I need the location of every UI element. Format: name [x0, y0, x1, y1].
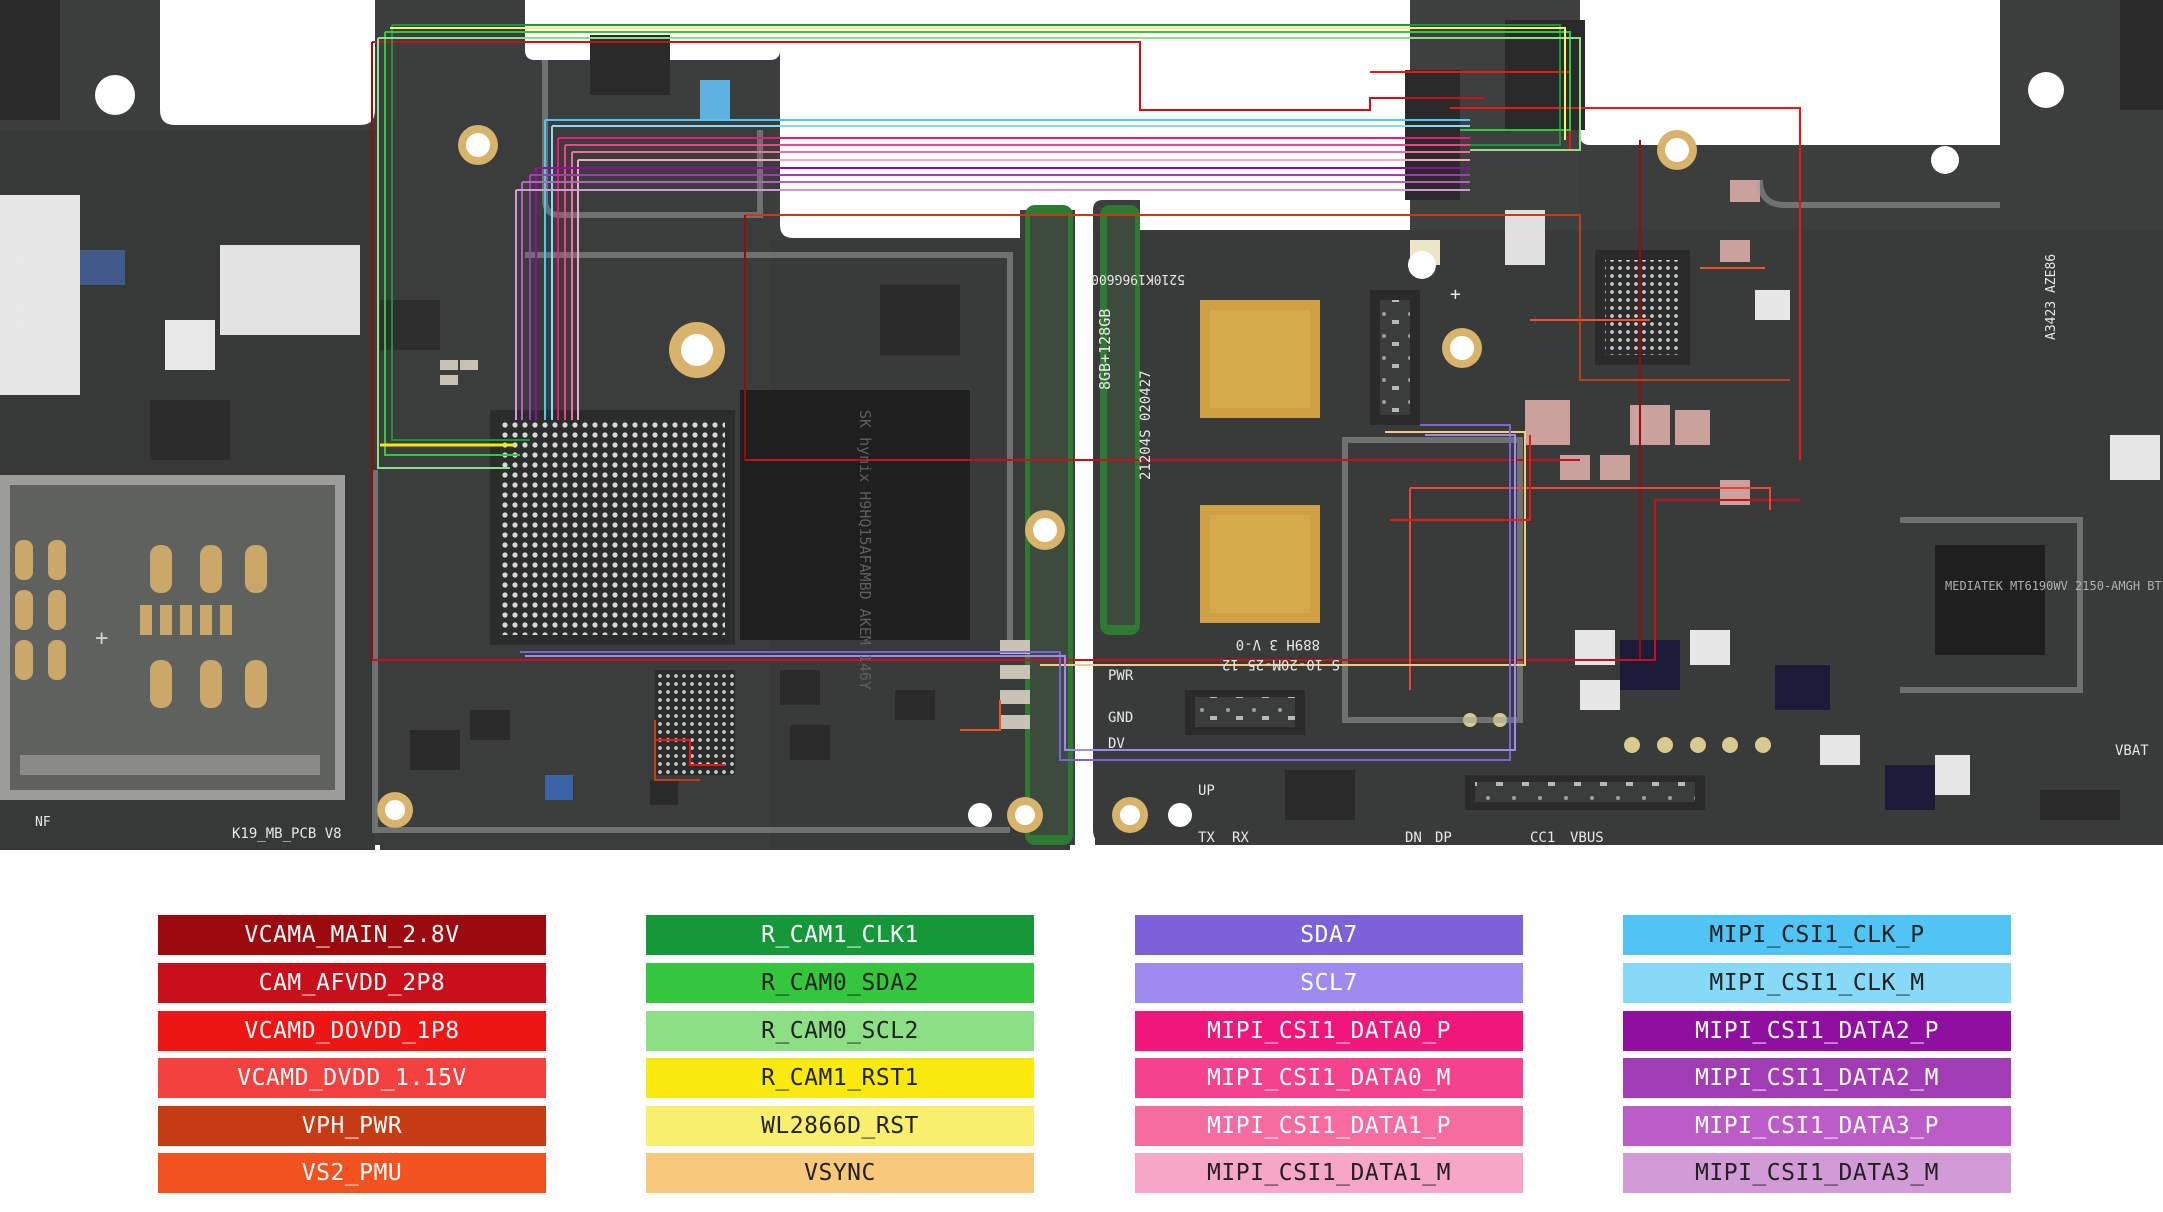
silk-nf-logo: NF — [35, 815, 51, 830]
legend-item: VCAMD_DOVDD_1P8 — [158, 1011, 546, 1051]
right-board — [1093, 0, 2163, 845]
legend-item: MIPI_CSI1_DATA2_M — [1623, 1058, 2011, 1098]
legend-item: MIPI_CSI1_DATA2_P — [1623, 1011, 2011, 1051]
silk-dn: DN — [1405, 830, 1422, 846]
silk-pcb-name: K19_MB_PCB V8 — [232, 826, 342, 842]
legend-item: CAM_AFVDD_2P8 — [158, 963, 546, 1003]
silk-tx: TX — [1198, 830, 1215, 846]
silk-code-3: S 10-20M-25 12 — [1222, 656, 1340, 672]
silk-ram-label: 8GB+128GB — [1096, 309, 1114, 390]
silk-chip-left: A23K 77042 — [11, 252, 26, 330]
silk-dv: DV — [1108, 736, 1125, 752]
legend-item: MIPI_CSI1_DATA1_P — [1135, 1106, 1523, 1146]
pcb-board-image: K19_MB_PCB V8 NF A23K 77042 SK hynix H9H… — [0, 0, 2163, 850]
silk-vbat: VBAT — [2115, 743, 2149, 759]
silk-code-2: 21204S 020427 — [1138, 370, 1154, 480]
silk-vbus: VBUS — [1570, 830, 1604, 846]
legend-item: MIPI_CSI1_DATA1_M — [1135, 1153, 1523, 1193]
legend-item: SCL7 — [1135, 963, 1523, 1003]
silk-plus-1: + — [1450, 284, 1461, 305]
silk-gnd: GND — [1108, 710, 1133, 726]
silk-rx: RX — [1232, 830, 1249, 846]
legend-item: WL2866D_RST — [646, 1106, 1034, 1146]
legend-item: MIPI_CSI1_CLK_P — [1623, 915, 2011, 955]
silk-code-1: 5210K196G600 — [1091, 271, 1185, 286]
net-trace-overlay — [371, 24, 1801, 781]
legend-item: R_CAM1_CLK1 — [646, 915, 1034, 955]
silk-up: UP — [1198, 783, 1215, 799]
silk-pwr: PWR — [1108, 668, 1134, 684]
legend-item: MIPI_CSI1_CLK_M — [1623, 963, 2011, 1003]
legend-item: VSYNC — [646, 1153, 1034, 1193]
legend-item: VCAMD_DVDD_1.15V — [158, 1058, 546, 1098]
legend-item: VPH_PWR — [158, 1106, 546, 1146]
silk-dp: DP — [1435, 830, 1452, 846]
silk-soc-label: MEDIATEK MT6190WV 2150-AMGH BTPGV293 — [1945, 579, 2163, 593]
silk-code-4: 889H 3 V-0 — [1236, 636, 1320, 652]
silk-cc1: CC1 — [1530, 830, 1555, 846]
legend-item: VS2_PMU — [158, 1153, 546, 1193]
left-board — [0, 0, 1075, 850]
silk-plus-2: + — [95, 626, 108, 651]
legend-item: SDA7 — [1135, 915, 1523, 955]
legend-item: MIPI_CSI1_DATA0_P — [1135, 1011, 1523, 1051]
legend-item: MIPI_CSI1_DATA3_P — [1623, 1106, 2011, 1146]
legend-item: R_CAM0_SCL2 — [646, 1011, 1034, 1051]
legend-item: VCAMA_MAIN_2.8V — [158, 915, 546, 955]
legend-item: R_CAM0_SDA2 — [646, 963, 1034, 1003]
legend-item: R_CAM1_RST1 — [646, 1058, 1034, 1098]
silk-chip-right: A3423 AZE86 — [2044, 254, 2059, 340]
legend-item: MIPI_CSI1_DATA3_M — [1623, 1153, 2011, 1193]
legend-item: MIPI_CSI1_DATA0_M — [1135, 1058, 1523, 1098]
silk-mem-chip: SK hynix H9HQ15AFAMBD AKEM 146Y — [856, 410, 874, 690]
